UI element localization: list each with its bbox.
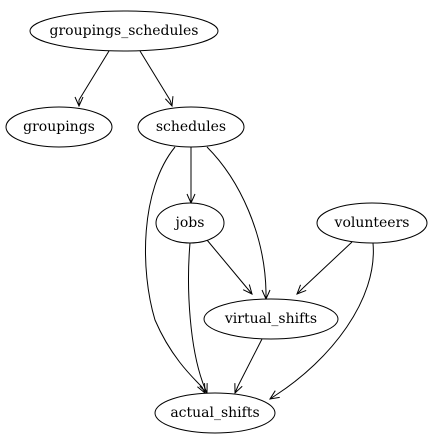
node-label: volunteers xyxy=(334,215,410,231)
edge-line xyxy=(145,146,203,388)
arrowhead-icon xyxy=(74,96,84,108)
node-ellipse xyxy=(203,298,339,340)
node-virtual_shifts: virtual_shifts xyxy=(203,298,339,340)
edge-line xyxy=(188,242,205,387)
nodes-layer: groupings_schedules groupings schedules job… xyxy=(5,10,428,434)
edge-volunteers-to-virtual_shifts xyxy=(296,241,353,295)
node-label: groupings_schedules xyxy=(50,23,199,39)
edge-line xyxy=(275,242,374,396)
edge-schedules-to-jobs xyxy=(186,147,196,205)
edge-line-end xyxy=(246,287,253,295)
arrowhead-icon xyxy=(234,383,243,395)
node-ellipse xyxy=(155,202,225,244)
node-ellipse xyxy=(154,392,276,434)
edge-line-end xyxy=(234,385,239,394)
node-schedules: schedules xyxy=(137,106,245,148)
node-ellipse xyxy=(137,106,245,148)
edge-line-end xyxy=(296,287,304,295)
node-ellipse xyxy=(316,202,428,244)
node-groupings: groupings xyxy=(5,106,113,148)
arrowhead-icon xyxy=(164,96,174,108)
edge-line xyxy=(206,146,267,293)
node-ellipse xyxy=(29,10,219,52)
edge-schedules-to-actual_shifts xyxy=(145,146,206,395)
edge-line xyxy=(78,50,110,101)
node-label: schedules xyxy=(156,119,226,135)
node-groupings_schedules: groupings_schedules xyxy=(29,10,219,52)
node-label: actual_shifts xyxy=(170,405,259,421)
arrowhead-icon xyxy=(242,284,253,295)
node-volunteers: volunteers xyxy=(316,202,428,244)
edge-jobs-to-virtual_shifts xyxy=(206,239,253,295)
arrowhead-icon xyxy=(268,390,280,400)
edge-line xyxy=(206,239,248,289)
edge-line xyxy=(139,50,171,101)
node-label: jobs xyxy=(174,215,205,231)
edges-layer xyxy=(74,50,374,400)
edge-line xyxy=(237,338,263,387)
node-actual_shifts: actual_shifts xyxy=(154,392,276,434)
node-label: virtual_shifts xyxy=(224,311,317,327)
node-ellipse xyxy=(5,106,113,148)
node-jobs: jobs xyxy=(155,202,225,244)
edge-groupings_schedules-to-schedules xyxy=(139,50,174,108)
edge-volunteers-to-actual_shifts xyxy=(268,242,374,400)
edge-groupings_schedules-to-groupings xyxy=(74,50,110,108)
edge-virtual_shifts-to-actual_shifts xyxy=(234,338,263,395)
edge-line-end xyxy=(203,385,208,394)
arrowhead-icon xyxy=(296,284,307,295)
node-label: groupings xyxy=(23,119,95,135)
edge-line xyxy=(302,241,353,289)
